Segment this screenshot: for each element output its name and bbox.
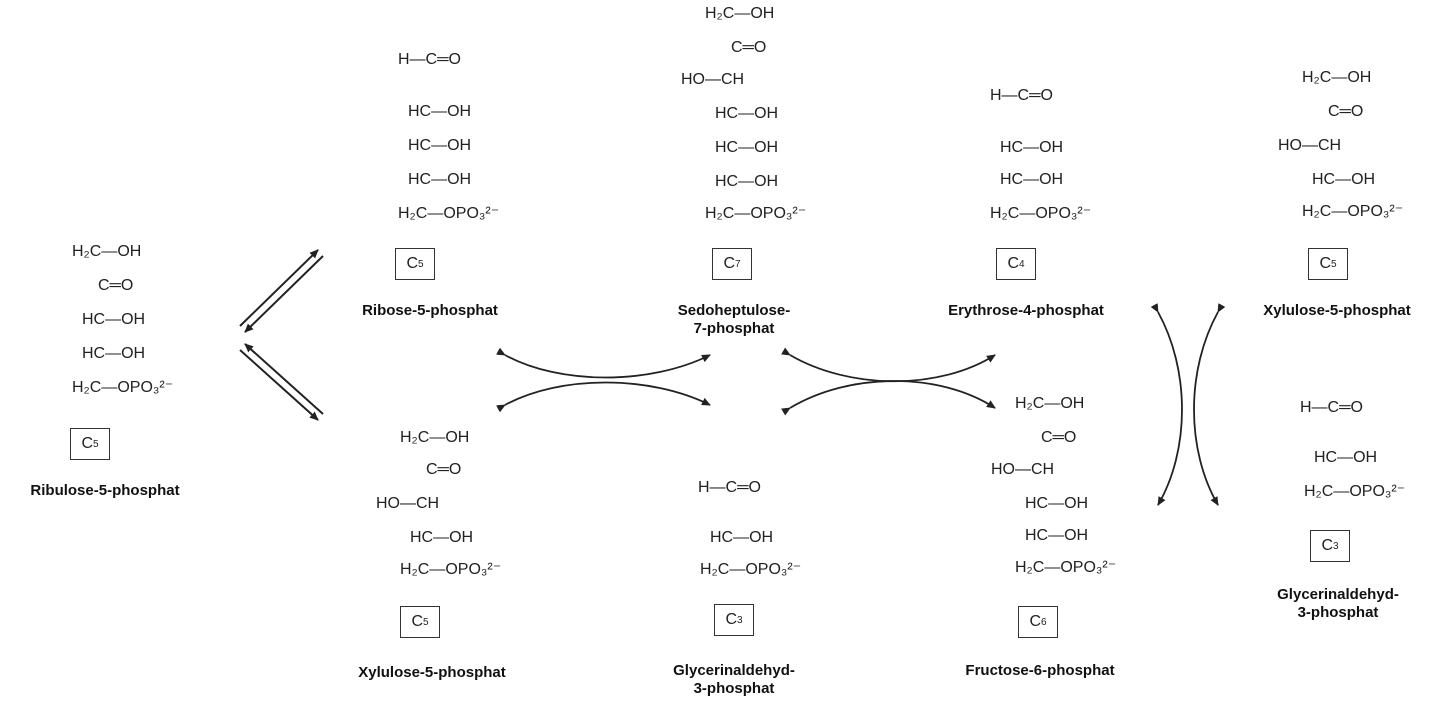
carbon-count: 4 xyxy=(1019,258,1025,270)
equilibrium-arrow-xylulose xyxy=(239,343,324,421)
formula-row: HC—OH xyxy=(408,103,472,120)
formula-row: C═O xyxy=(731,39,767,56)
formula-row: C═O xyxy=(1041,429,1077,446)
formula-row: HC—OH xyxy=(408,137,472,154)
label-line-2: 3-phosphat xyxy=(1297,604,1379,621)
glycerinaldehyd-3-phosphat-label: Glycerinaldehyd- 3-phosphat xyxy=(634,662,834,698)
label-line-1: Sedoheptulose- xyxy=(677,302,791,319)
formula-row: HC—OH xyxy=(715,173,779,190)
xylulose-5-phosphat-right-label: Xylulose-5-phosphat xyxy=(1263,302,1411,319)
carbon-count: 5 xyxy=(418,258,424,270)
carbon-letter: C xyxy=(1321,537,1333,554)
formula-row: HC—OH xyxy=(82,345,146,362)
label-line-2: 3-phosphat xyxy=(693,680,775,697)
carbon-count: 7 xyxy=(735,258,741,270)
formula-row: H₂C—OH xyxy=(1015,395,1085,412)
xylulose-5-phosphat-label: Xylulose-5-phosphat xyxy=(358,664,506,681)
formula-row: C═O xyxy=(1328,103,1364,120)
carbon-count: 5 xyxy=(423,616,429,628)
formula-row: HC—OH xyxy=(410,529,474,546)
formula-row: HC—OH xyxy=(82,311,146,328)
crossing-arrows-transketolase-1 xyxy=(496,347,711,413)
formula-row: HC—OH xyxy=(710,529,774,546)
carbon-count: 3 xyxy=(737,614,743,626)
glycerinaldehyd-3-phosphat-right-label: Glycerinaldehyd- 3-phosphat xyxy=(1238,586,1438,622)
carbon-letter: C xyxy=(723,255,735,272)
formula-row: H—C═O xyxy=(990,87,1053,104)
formula-row: HC—OH xyxy=(1000,171,1064,188)
carbon-letter: C xyxy=(411,613,423,630)
formula-row: H₂C—OPO₃²⁻ xyxy=(1304,483,1406,500)
formula-row: HO—CH xyxy=(681,71,745,88)
formula-row: HO—CH xyxy=(376,495,440,512)
carbon-letter: C xyxy=(725,611,737,628)
erythrose-4-phosphat-label: Erythrose-4-phosphat xyxy=(948,302,1104,319)
crossing-arrows-transaldolase xyxy=(781,347,996,416)
formula-row: HC—OH xyxy=(1000,139,1064,156)
label-line-2: 7-phosphat xyxy=(693,320,775,337)
crossing-arrows-transketolase-2 xyxy=(1150,303,1226,506)
carbon-letter: C xyxy=(1007,255,1019,272)
carbon-letter: C xyxy=(406,255,418,272)
formula-row: HC—OH xyxy=(1312,171,1376,188)
fructose-6-phosphat-label: Fructose-6-phosphat xyxy=(965,662,1115,679)
formula-row: HC—OH xyxy=(1314,449,1378,466)
formula-row: H₂C—OH xyxy=(705,5,775,22)
carbon-count: 3 xyxy=(1333,540,1339,552)
label-line-1: Glycerinaldehyd- xyxy=(673,662,795,679)
carbon-count: 5 xyxy=(1331,258,1337,270)
formula-row: H₂C—OH xyxy=(72,243,142,260)
formula-row: HC—OH xyxy=(408,171,472,188)
formula-row: HC—OH xyxy=(1025,527,1089,544)
formula-row: HO—CH xyxy=(1278,137,1342,154)
formula-row: H₂C—OH xyxy=(400,429,470,446)
formula-row: HC—OH xyxy=(715,105,779,122)
equilibrium-arrow-ribose xyxy=(239,249,324,333)
formula-row: H₂C—OH xyxy=(1302,69,1372,86)
formula-row: H₂C—OPO₃²⁻ xyxy=(990,205,1092,222)
formula-row: H—C═O xyxy=(398,51,461,68)
formula-row: H₂C—OPO₃²⁻ xyxy=(400,561,502,578)
carbon-letter: C xyxy=(1319,255,1331,272)
carbon-count: 5 xyxy=(93,438,99,450)
formula-row: H—C═O xyxy=(1300,399,1363,416)
formula-row: H₂C—OPO₃²⁻ xyxy=(1015,559,1117,576)
label-line-1: Glycerinaldehyd- xyxy=(1277,586,1399,603)
carbon-letter: C xyxy=(81,435,93,452)
ribulose-5-phosphat-label: Ribulose-5-phosphat xyxy=(30,482,180,499)
ribose-5-phosphat-label: Ribose-5-phosphat xyxy=(362,302,498,319)
carbon-letter: C xyxy=(1029,613,1041,630)
formula-row: H—C═O xyxy=(698,479,761,496)
carbon-count: 6 xyxy=(1041,616,1047,628)
formula-row: HC—OH xyxy=(1025,495,1089,512)
formula-row: HO—CH xyxy=(991,461,1055,478)
formula-row: H₂C—OPO₃²⁻ xyxy=(398,205,500,222)
formula-row: H₂C—OPO₃²⁻ xyxy=(1302,203,1404,220)
formula-row: C═O xyxy=(98,277,134,294)
formula-row: HC—OH xyxy=(715,139,779,156)
formula-row: H₂C—OPO₃²⁻ xyxy=(705,205,807,222)
formula-row: H₂C—OPO₃²⁻ xyxy=(700,561,802,578)
sedoheptulose-7-phosphat-label: Sedoheptulose- 7-phosphat xyxy=(634,302,834,338)
formula-row: C═O xyxy=(426,461,462,478)
formula-row: H₂C—OPO₃²⁻ xyxy=(72,379,174,396)
